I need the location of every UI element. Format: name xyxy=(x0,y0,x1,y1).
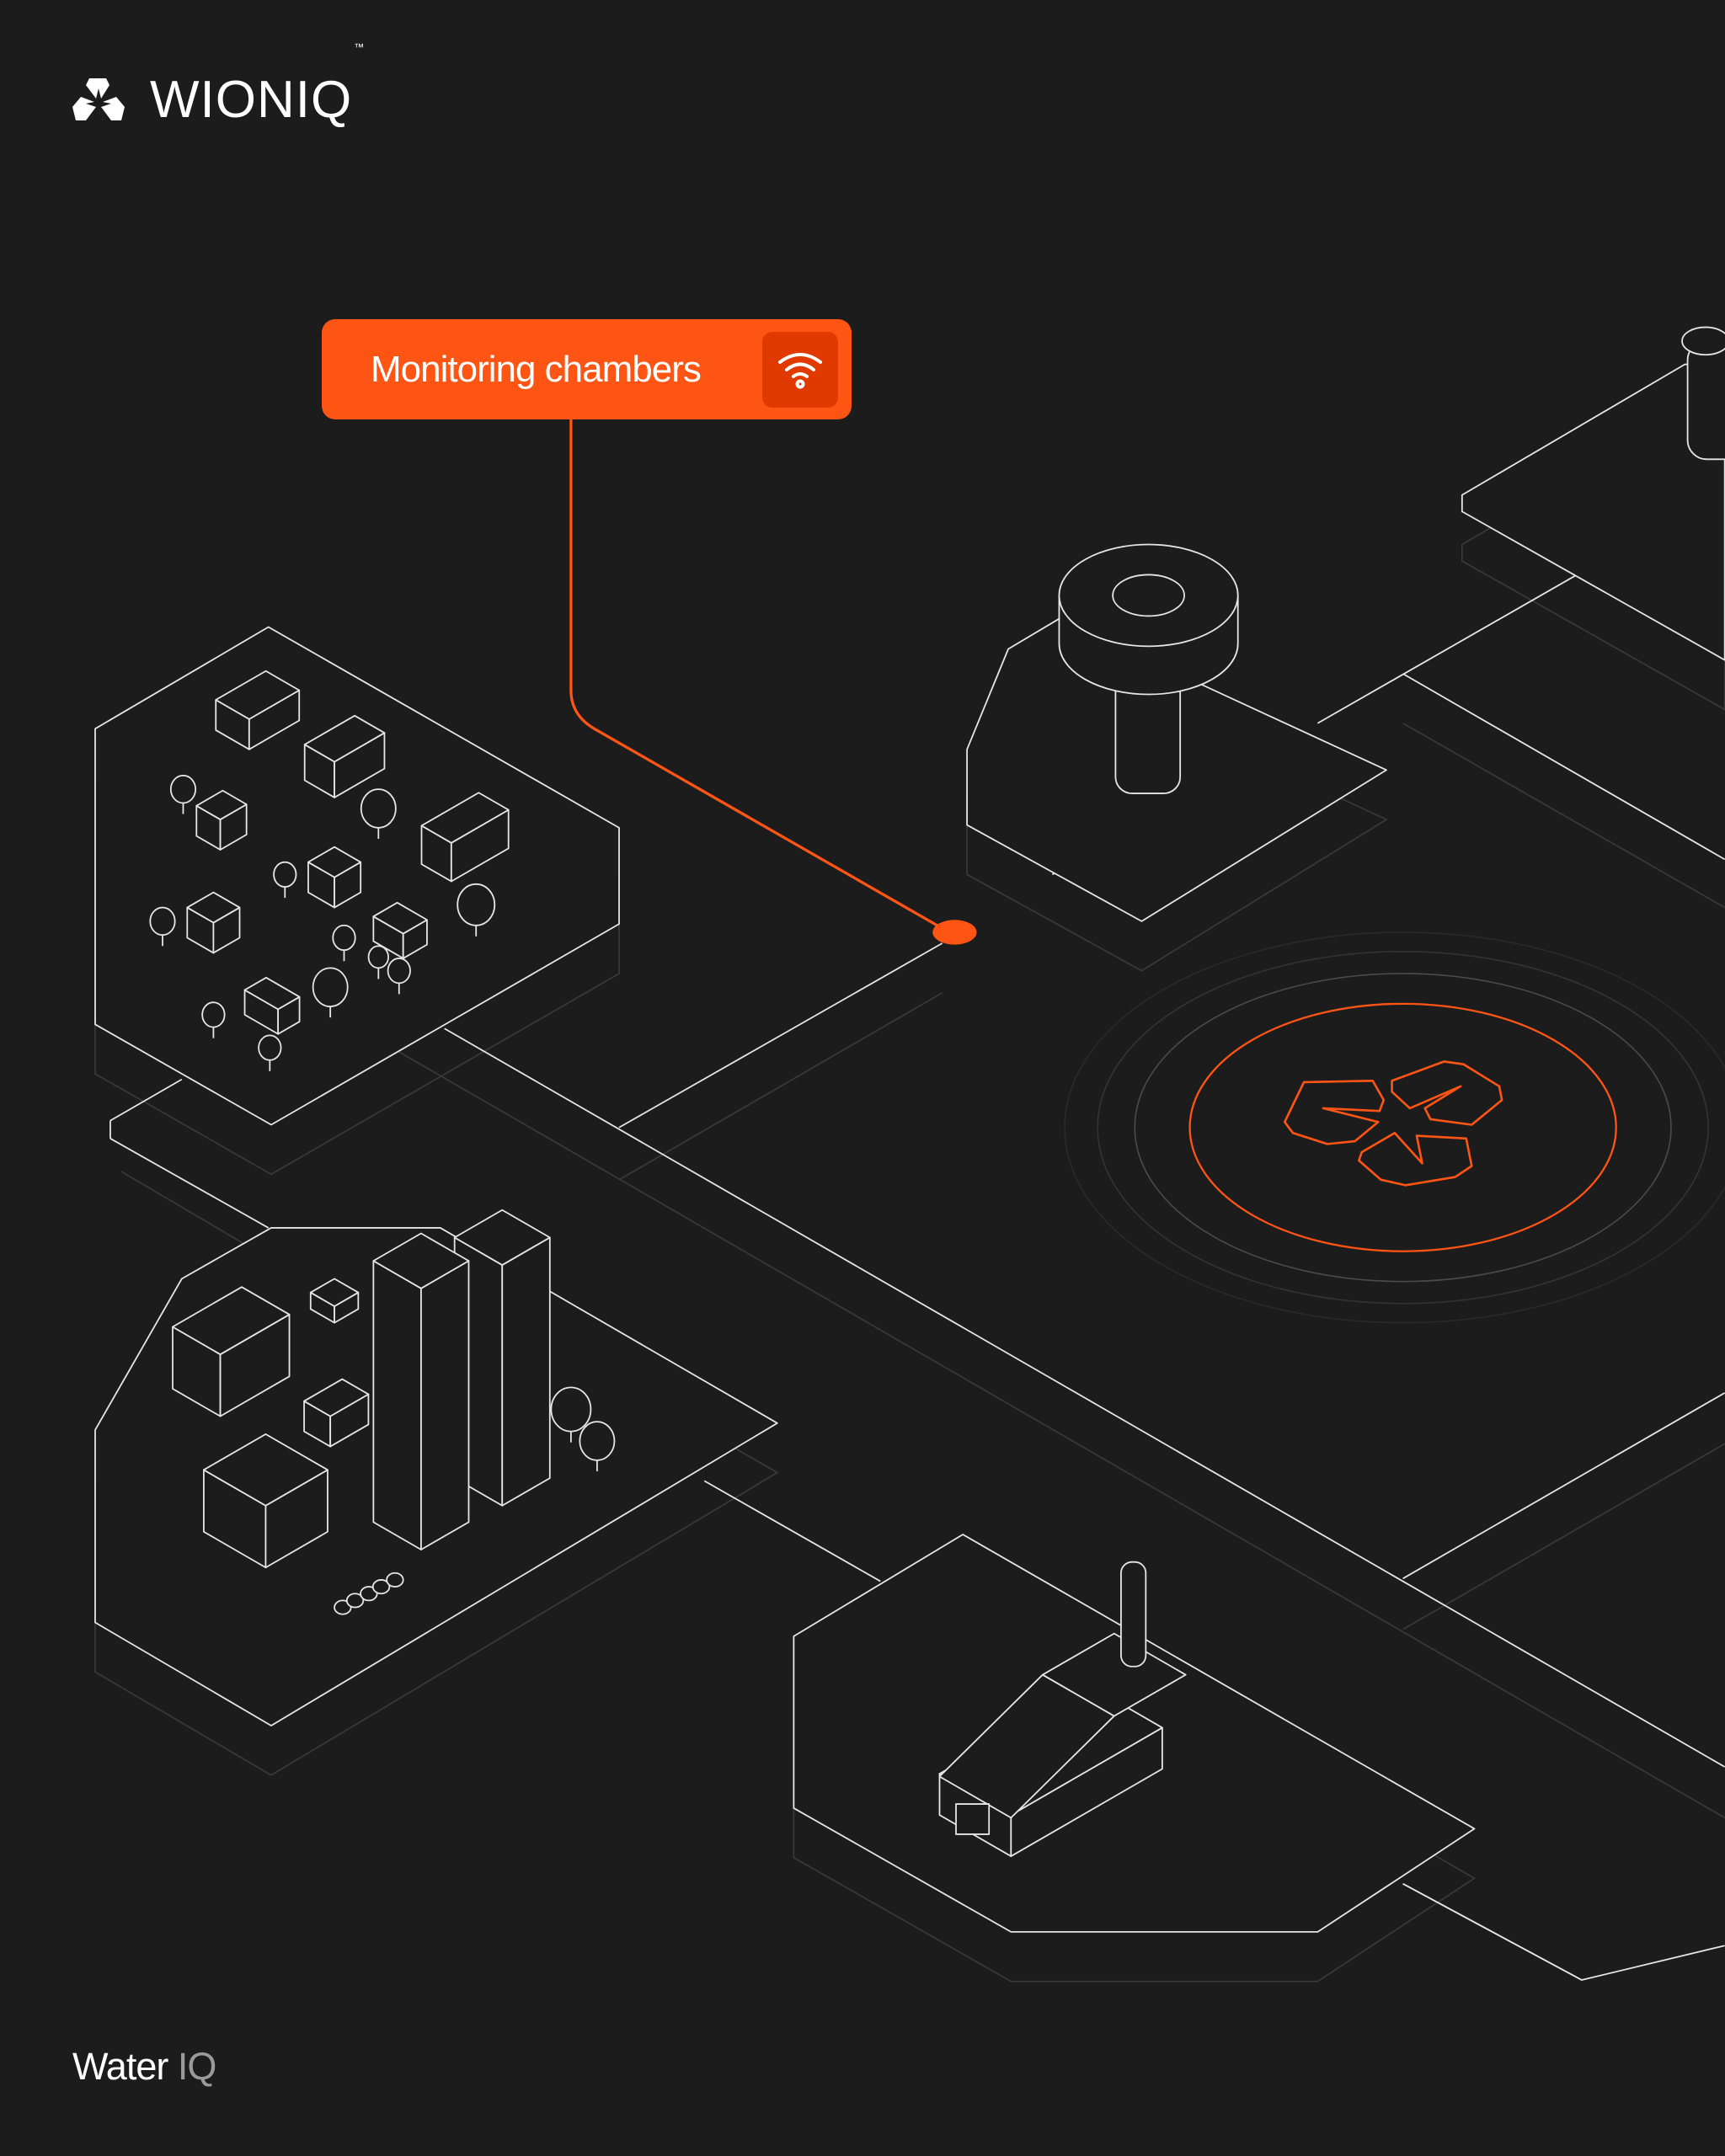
left-face xyxy=(372,1260,422,1550)
top-face xyxy=(420,792,510,844)
house xyxy=(303,714,386,798)
tower-front xyxy=(372,1232,470,1550)
tree xyxy=(367,945,389,969)
house xyxy=(420,792,510,883)
top-face xyxy=(195,789,248,820)
callout-label: Monitoring chambers xyxy=(371,348,702,390)
northeast-cylinder xyxy=(1686,340,1725,461)
tree xyxy=(149,906,176,937)
wifi-icon xyxy=(762,331,838,408)
monitoring-chambers-callout[interactable]: Monitoring chambers xyxy=(322,319,852,419)
top-face xyxy=(186,891,241,924)
top-face xyxy=(203,1433,328,1507)
tree xyxy=(258,1034,282,1061)
right-face xyxy=(501,1236,551,1507)
tree xyxy=(579,1421,616,1461)
footer-title-suffix: IQ xyxy=(177,2045,217,2088)
road-edge xyxy=(109,1078,183,1122)
southeast-platform-edge xyxy=(1402,1882,1725,1981)
house xyxy=(372,901,428,959)
tree xyxy=(550,1386,592,1433)
footer-title-main: Water xyxy=(72,2045,168,2088)
hub-ring-faint xyxy=(1064,931,1725,1324)
tower-tank-opening xyxy=(1112,574,1185,617)
trademark: ™ xyxy=(354,41,366,53)
tree xyxy=(312,967,349,1007)
platforms xyxy=(94,363,1725,1981)
house xyxy=(215,670,301,750)
connector-line xyxy=(569,419,950,934)
top-face xyxy=(372,1232,470,1289)
top-face xyxy=(453,1209,551,1266)
house xyxy=(307,846,362,909)
monitoring-chamber-marker xyxy=(932,920,977,945)
footer-title: Water IQ xyxy=(72,2045,216,2089)
road-shadow-edge xyxy=(1402,1443,1725,1630)
house xyxy=(186,891,241,954)
central-hub xyxy=(1064,931,1725,1324)
tree xyxy=(169,774,197,804)
brand-name: WIONIQ ™ xyxy=(150,42,365,129)
hub-logo-icon xyxy=(1283,1060,1503,1187)
top-face xyxy=(307,846,362,878)
small-building xyxy=(309,1278,360,1324)
house xyxy=(243,976,301,1035)
factory-roof-top xyxy=(1041,1632,1187,1717)
road-shadow-edge xyxy=(618,992,943,1181)
office-block xyxy=(203,1433,328,1569)
tree xyxy=(273,861,297,888)
tree xyxy=(360,788,397,829)
trefoil-logo-icon xyxy=(72,78,125,120)
road-edge xyxy=(1316,571,1583,724)
tree xyxy=(201,1001,226,1028)
tree xyxy=(332,924,356,952)
hub-ring-outer xyxy=(1097,950,1709,1305)
top-face xyxy=(243,976,301,1011)
top-face xyxy=(303,1378,370,1417)
hub-ring-accent xyxy=(1188,1002,1617,1252)
road-edge xyxy=(1402,673,1725,861)
road-edge xyxy=(444,1027,1725,1768)
chimney xyxy=(1120,1561,1147,1668)
road-edge xyxy=(109,1138,270,1229)
shrub xyxy=(371,1579,391,1595)
house xyxy=(195,789,248,851)
shrub xyxy=(386,1572,404,1588)
factory-door xyxy=(955,1803,991,1835)
top-face xyxy=(215,670,301,720)
top-face xyxy=(172,1286,291,1356)
stepped-building xyxy=(172,1286,291,1417)
callout-connector xyxy=(569,419,977,945)
road-edge xyxy=(618,942,943,1129)
road-shadow-edge xyxy=(1402,723,1725,909)
northeast-cylinder-top xyxy=(1681,326,1725,356)
shrub xyxy=(360,1586,378,1602)
buildings xyxy=(149,326,1725,1857)
tree xyxy=(387,958,411,985)
brand-name-text: WIONIQ xyxy=(150,71,353,129)
road-edge xyxy=(703,1480,881,1582)
top-face xyxy=(303,714,386,763)
top-face xyxy=(372,901,428,935)
right-face xyxy=(420,1260,470,1550)
northeast-platform xyxy=(1461,363,1725,661)
shrub xyxy=(334,1599,352,1615)
shrub xyxy=(345,1593,365,1609)
hub-ring-middle xyxy=(1134,973,1672,1283)
warehouse xyxy=(303,1378,370,1448)
brand-header: WIONIQ ™ xyxy=(71,42,365,129)
road-edge xyxy=(1402,1392,1725,1580)
tree xyxy=(457,883,496,926)
top-face xyxy=(309,1278,360,1307)
